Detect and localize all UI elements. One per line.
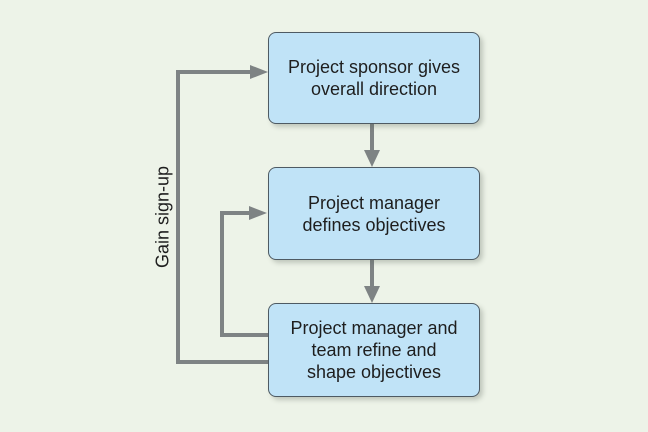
feedback-loop-label: Gain sign-up	[152, 166, 172, 268]
node-team-refine-label: Project manager and team refine and shap…	[290, 318, 458, 382]
node-project-sponsor-label: Project sponsor gives overall direction	[287, 57, 461, 99]
node-project-sponsor: Project sponsor gives overall direction	[268, 32, 480, 124]
feedback-loop-refine-to-manager	[220, 211, 268, 337]
node-project-manager-label: Project manager defines objectives	[302, 192, 446, 235]
arrowhead-into-sponsor-node-icon	[250, 65, 268, 79]
node-team-refine: Project manager and team refine and shap…	[268, 303, 480, 397]
node-project-manager: Project manager defines objectives	[268, 167, 480, 260]
arrowhead-manager-to-refine-icon	[364, 286, 380, 303]
feedback-loop-refine-to-sponsor	[176, 70, 268, 364]
arrowhead-into-manager-node-icon	[249, 206, 267, 220]
arrowhead-sponsor-to-manager-icon	[364, 150, 380, 167]
